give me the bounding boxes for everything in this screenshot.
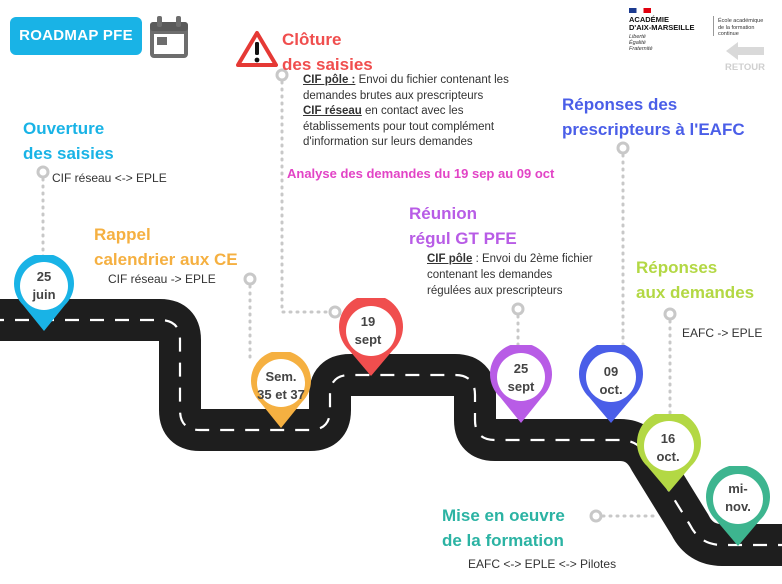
pin-ouverture — [14, 255, 74, 331]
pin-ouverture-day: 25 — [36, 269, 52, 284]
logo-divider — [713, 16, 714, 36]
reponses-prescripteurs-title-line1: Réponses des — [562, 95, 678, 114]
cloture-pole-label: CIF pôle : — [303, 74, 356, 86]
reponses-demandes-detail: EAFC -> EPLE — [682, 326, 763, 340]
cloture-title-line2: des saisies — [282, 55, 373, 74]
pin-rappel-line1: Sem. — [265, 369, 297, 384]
flag-icon — [629, 8, 651, 13]
pin-cloture-month: sept — [354, 332, 382, 347]
rappel-title-line1: Rappel — [94, 225, 151, 244]
rappel-title-line2: calendrier aux CE — [94, 250, 238, 269]
logo-motto1: Liberté — [629, 34, 646, 40]
cloture-reseau-text1: en contact avec les — [361, 105, 464, 117]
mise-en-oeuvre-detail: EAFC <-> EPLE <-> Pilotes — [468, 557, 617, 571]
pin-rappel-line2: 35 et 37 — [257, 387, 305, 402]
cloture-reseau-text3: d'information sur leurs demandes — [303, 136, 473, 148]
cloture-title: Clôture des saisies — [282, 27, 373, 77]
pin-reponses-prescripteurs-day: 09 — [603, 364, 619, 379]
back-arrow-icon — [726, 42, 764, 60]
cloture-pole-text1: Envoi du fichier contenant les — [355, 74, 509, 86]
logo-motto2: Égalité — [629, 40, 646, 46]
reponses-demandes-title: Réponses aux demandes — [636, 255, 754, 305]
rappel-detail: CIF réseau -> EPLE — [108, 272, 216, 286]
pin-reunion — [490, 345, 552, 423]
reunion-title-line2: régul GT PFE — [409, 229, 517, 248]
pin-reponses-demandes — [637, 414, 701, 492]
reponses-demandes-title-line1: Réponses — [636, 258, 718, 277]
ouverture-title-line2: des saisies — [23, 144, 114, 163]
pin-cloture-day: 19 — [360, 314, 376, 329]
mise-en-oeuvre-title-line2: de la formation — [442, 531, 564, 550]
mise-en-oeuvre-title: Mise en oeuvre de la formation — [442, 503, 565, 553]
pin-mise-en-oeuvre-line1: mi- — [728, 481, 748, 496]
cloture-pole-text2: demandes brutes aux prescripteurs — [303, 89, 484, 102]
reunion-pole-label: CIF pôle — [427, 253, 473, 265]
pin-rappel — [251, 352, 311, 428]
logo-side1: École académique — [718, 18, 764, 24]
reponses-prescripteurs-title: Réponses des prescripteurs à l'EAFC — [562, 92, 745, 142]
cloture-reseau-text2: établissements pour tout complément — [303, 120, 495, 133]
pin-reponses-prescripteurs — [579, 345, 643, 423]
cloture-details: CIF pôle : Envoi du fichier contenant le… — [303, 73, 553, 151]
reponses-demandes-title-line2: aux demandes — [636, 283, 755, 302]
warning-icon — [236, 31, 278, 67]
pin-mise-en-oeuvre-line2: nov. — [725, 499, 751, 514]
pin-reunion-month: sept — [507, 379, 535, 394]
academie-logo: ACADÉMIE D'AIX-MARSEILLE Liberté Égalité… — [629, 8, 769, 52]
ouverture-title-line1: Ouverture — [23, 119, 105, 138]
roadmap-title: ROADMAP PFE — [10, 17, 142, 55]
cloture-reseau-label: CIF réseau — [303, 105, 362, 117]
logo-side2: de la formation continue — [718, 25, 755, 37]
reunion-title: Réunion régul GT PFE — [409, 201, 517, 251]
pin-cloture — [339, 298, 403, 376]
reponses-prescripteurs-title-line2: prescripteurs à l'EAFC — [562, 120, 745, 139]
reunion-pole-text3: régulées aux prescripteurs — [427, 285, 563, 297]
pin-mise-en-oeuvre — [706, 466, 770, 546]
pin-reunion-day: 25 — [513, 361, 529, 376]
ouverture-detail: CIF réseau <-> EPLE — [52, 171, 167, 185]
ouverture-title: Ouverture des saisies — [23, 116, 114, 166]
reunion-title-line1: Réunion — [409, 204, 477, 223]
pin-ouverture-month: juin — [32, 287, 56, 302]
reunion-details: CIF pôle : Envoi du 2ème fichier contena… — [427, 251, 627, 299]
logo-motto3: Fraternité — [629, 46, 653, 52]
pin-reponses-prescripteurs-month: oct. — [599, 382, 623, 397]
pin-reponses-demandes-month: oct. — [656, 449, 680, 464]
rappel-title: Rappel calendrier aux CE — [94, 222, 238, 272]
calendar-icon — [150, 16, 188, 58]
reunion-pole-text1: : Envoi du 2ème fichier — [472, 253, 593, 265]
mise-en-oeuvre-title-line1: Mise en oeuvre — [442, 506, 565, 525]
back-button[interactable]: RETOUR — [722, 40, 768, 76]
logo-line2: D'AIX-MARSEILLE — [629, 23, 695, 32]
pin-reponses-demandes-day: 16 — [660, 431, 676, 446]
reunion-pole-text2: contenant les demandes — [427, 269, 553, 281]
back-label: RETOUR — [725, 62, 765, 73]
analyse-text: Analyse des demandes du 19 sep au 09 oct — [287, 166, 555, 181]
cloture-title-line1: Clôture — [282, 30, 342, 49]
logo-line1: ACADÉMIE — [629, 15, 670, 24]
